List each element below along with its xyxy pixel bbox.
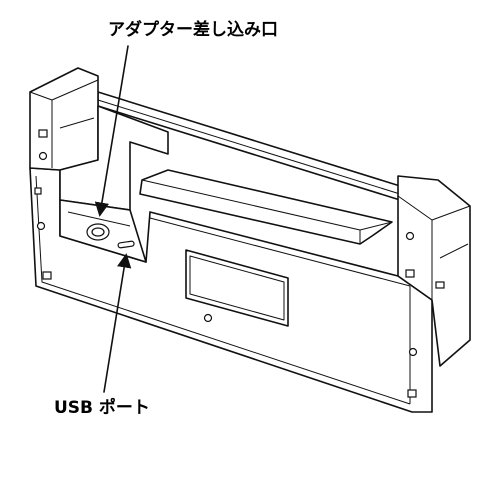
callout-arrows <box>94 45 132 393</box>
usb-arrow-icon <box>103 253 132 393</box>
adapter-port-label: アダプター差し込み口 <box>108 20 278 40</box>
top-handle-bar <box>139 169 393 245</box>
adapter-arrow-icon <box>94 45 129 217</box>
adapter-socket <box>86 223 110 241</box>
fastener-marks <box>34 129 445 398</box>
usb-slot <box>117 240 135 249</box>
front-window <box>185 249 289 327</box>
right-end-cap <box>397 175 471 367</box>
usb-port-label: USB ポート <box>54 398 150 418</box>
